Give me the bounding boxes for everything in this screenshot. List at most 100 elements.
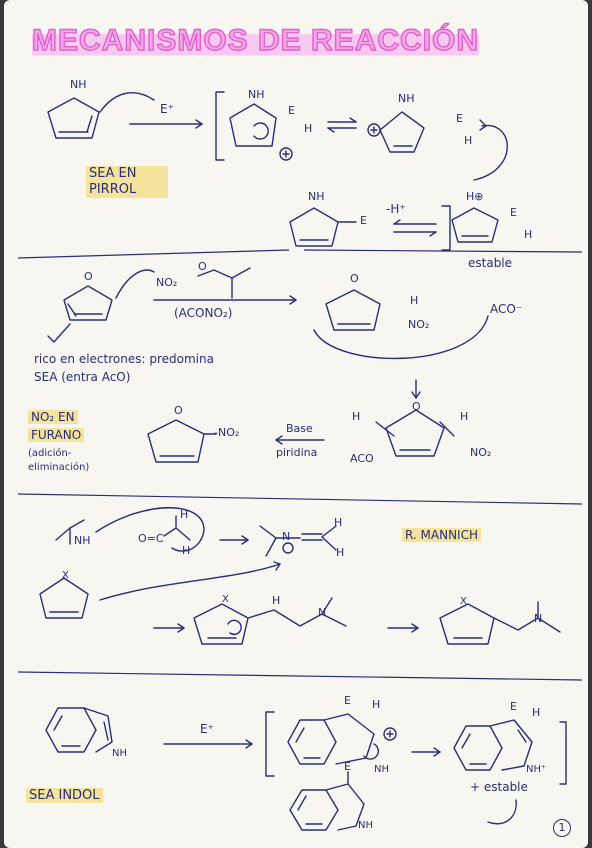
iminium-h2: H	[336, 546, 345, 559]
acetate-o: O	[198, 260, 207, 273]
label-sea-pirrol-text: SEA EN PIRROL	[89, 166, 137, 197]
nitrofuran-substituent: -NO₂	[214, 426, 240, 439]
electrophile-4: E⁺	[200, 722, 214, 736]
dimethylamine	[55, 519, 85, 545]
sigma2-h: H	[464, 134, 473, 147]
base-name: piridina	[276, 446, 318, 459]
product-nh: NH	[308, 190, 325, 203]
curved-arrow-3	[95, 507, 205, 552]
pyrrole-nh: NH	[70, 78, 87, 91]
cation-no2: NO₂	[408, 318, 430, 331]
nitrofuran-o: O	[174, 404, 183, 417]
cation-o: O	[350, 272, 359, 285]
intermediate-no2: NO₂	[470, 446, 492, 459]
label-mannich: R. MANNICH	[402, 528, 481, 542]
mannich-product	[439, 601, 561, 645]
bracket-right-4	[559, 721, 567, 785]
iminium-n: N	[282, 530, 291, 543]
bracket-left-4	[265, 711, 275, 777]
acetyl-nitrate-chain	[197, 267, 251, 279]
nitrofuran	[147, 419, 217, 463]
sigma1-h: H	[304, 122, 313, 135]
formaldehyde	[163, 515, 191, 541]
electrophile-1: E⁺	[160, 102, 174, 116]
sigma2-nh: NH	[398, 92, 415, 105]
proton-loss: -H⁺	[386, 202, 406, 216]
pyrrole-ring	[47, 97, 100, 139]
indole-nh: NH	[112, 748, 127, 759]
heteroarene-3	[39, 577, 89, 619]
product-n: N	[534, 612, 543, 625]
sigma-complex-3	[451, 207, 499, 243]
sigma1-e: E	[288, 104, 295, 117]
note-line-2: SEA (entra AcO)	[34, 370, 131, 384]
bracket-right-1	[441, 205, 451, 251]
intermediate-h: H	[272, 594, 281, 607]
sigma5-e: E	[510, 700, 517, 713]
intermediate-o: O	[412, 400, 421, 413]
label-estable: estable	[468, 256, 513, 270]
heteroatom-x-1: X	[62, 570, 69, 581]
base-label: Base	[286, 422, 313, 435]
formaldehyde-h1: H	[180, 508, 189, 521]
sigma3-e: E	[510, 206, 517, 219]
furan-o: O	[84, 270, 93, 283]
label-no2-line1: NO₂ EN	[28, 410, 78, 424]
indole	[45, 707, 113, 753]
amine-nh: NH	[74, 534, 91, 547]
sigma-complex-1	[229, 103, 293, 161]
indole-sigma-complex	[287, 713, 397, 765]
resonance-arrow	[473, 124, 508, 181]
substituted-pyrrole	[289, 207, 357, 247]
sigma-complex-2	[367, 111, 425, 153]
formaldehyde-h2: H	[182, 544, 191, 557]
curved-arrow-1	[99, 92, 155, 113]
label-sea-pirrol: SEA EN PIRROL	[86, 166, 168, 198]
heteroatom-x-3: X	[460, 596, 467, 607]
notebook-page: MECANISMOS DE REACCIÓN	[4, 0, 588, 848]
subnote-line-2: eliminación)	[28, 462, 90, 473]
note-line-1: rico en electrones: predomina	[34, 352, 214, 366]
furan-cation	[325, 289, 381, 331]
curved-arrow-2	[115, 269, 155, 299]
iminium-h1: H	[334, 516, 343, 529]
intermediate-n: N	[318, 606, 327, 619]
iminium-ion	[259, 525, 337, 557]
sigma4-h: H	[372, 698, 381, 711]
page-title: MECANISMOS DE REACCIÓN	[31, 23, 480, 58]
mannich-intermediate	[193, 597, 347, 645]
sigma4-nh: NH	[374, 764, 389, 775]
divider-2	[17, 493, 583, 505]
curved-arrow-4	[99, 563, 281, 601]
acetate-attack-arrow	[313, 315, 489, 360]
product-e: E	[360, 214, 367, 227]
sigma3-nh: H⊕	[466, 190, 484, 203]
stability-note: + estable	[470, 780, 528, 794]
sigma1-nh: NH	[248, 88, 265, 101]
curved-arrow-5	[487, 799, 517, 825]
sigma5-nhplus: NH⁺	[526, 764, 547, 775]
sigma4-e: E	[344, 694, 351, 707]
drawing-layer	[17, 91, 583, 831]
sigma2-e: E	[456, 112, 463, 125]
divider-1b	[303, 249, 583, 253]
sigma3-h: H	[524, 228, 533, 241]
intermediate-h-right: H	[460, 410, 469, 423]
nitro-group: NO₂	[156, 276, 178, 289]
addition-intermediate	[375, 409, 455, 457]
divider-3	[17, 671, 583, 681]
cation-h: H	[410, 294, 419, 307]
check-mark	[47, 323, 71, 343]
heteroatom-x-2: X	[222, 594, 229, 605]
product-nh-4: NH	[358, 820, 373, 831]
divider-1	[17, 249, 290, 259]
formaldehyde-label: O=C	[138, 532, 164, 545]
label-no2-line2: FURANO	[28, 428, 85, 442]
acetate-ion: ACO⁻	[490, 302, 523, 316]
sigma5-h: H	[532, 706, 541, 719]
furan-ring	[63, 285, 113, 321]
indole-product	[289, 771, 365, 831]
bracket-left-1	[215, 91, 225, 161]
intermediate-h-left: H	[352, 410, 361, 423]
subnote-line-1: (adición-	[28, 448, 72, 459]
